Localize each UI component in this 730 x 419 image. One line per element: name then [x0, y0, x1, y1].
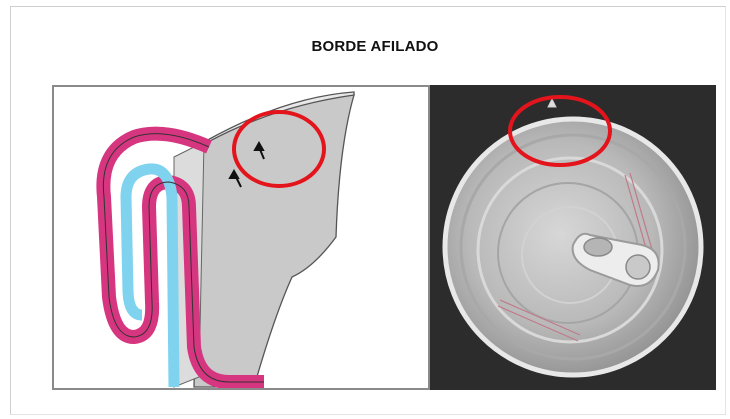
can-lid-photo: [430, 85, 716, 390]
can-seam-diagram-icon: [54, 87, 428, 388]
pull-tab-lid-icon: [430, 85, 716, 390]
seam-cross-section-diagram: [52, 85, 430, 390]
can-body-wall: [194, 95, 354, 387]
sharp-edge-burr: [548, 99, 556, 107]
figure-title: BORDE AFILADO: [0, 38, 730, 55]
